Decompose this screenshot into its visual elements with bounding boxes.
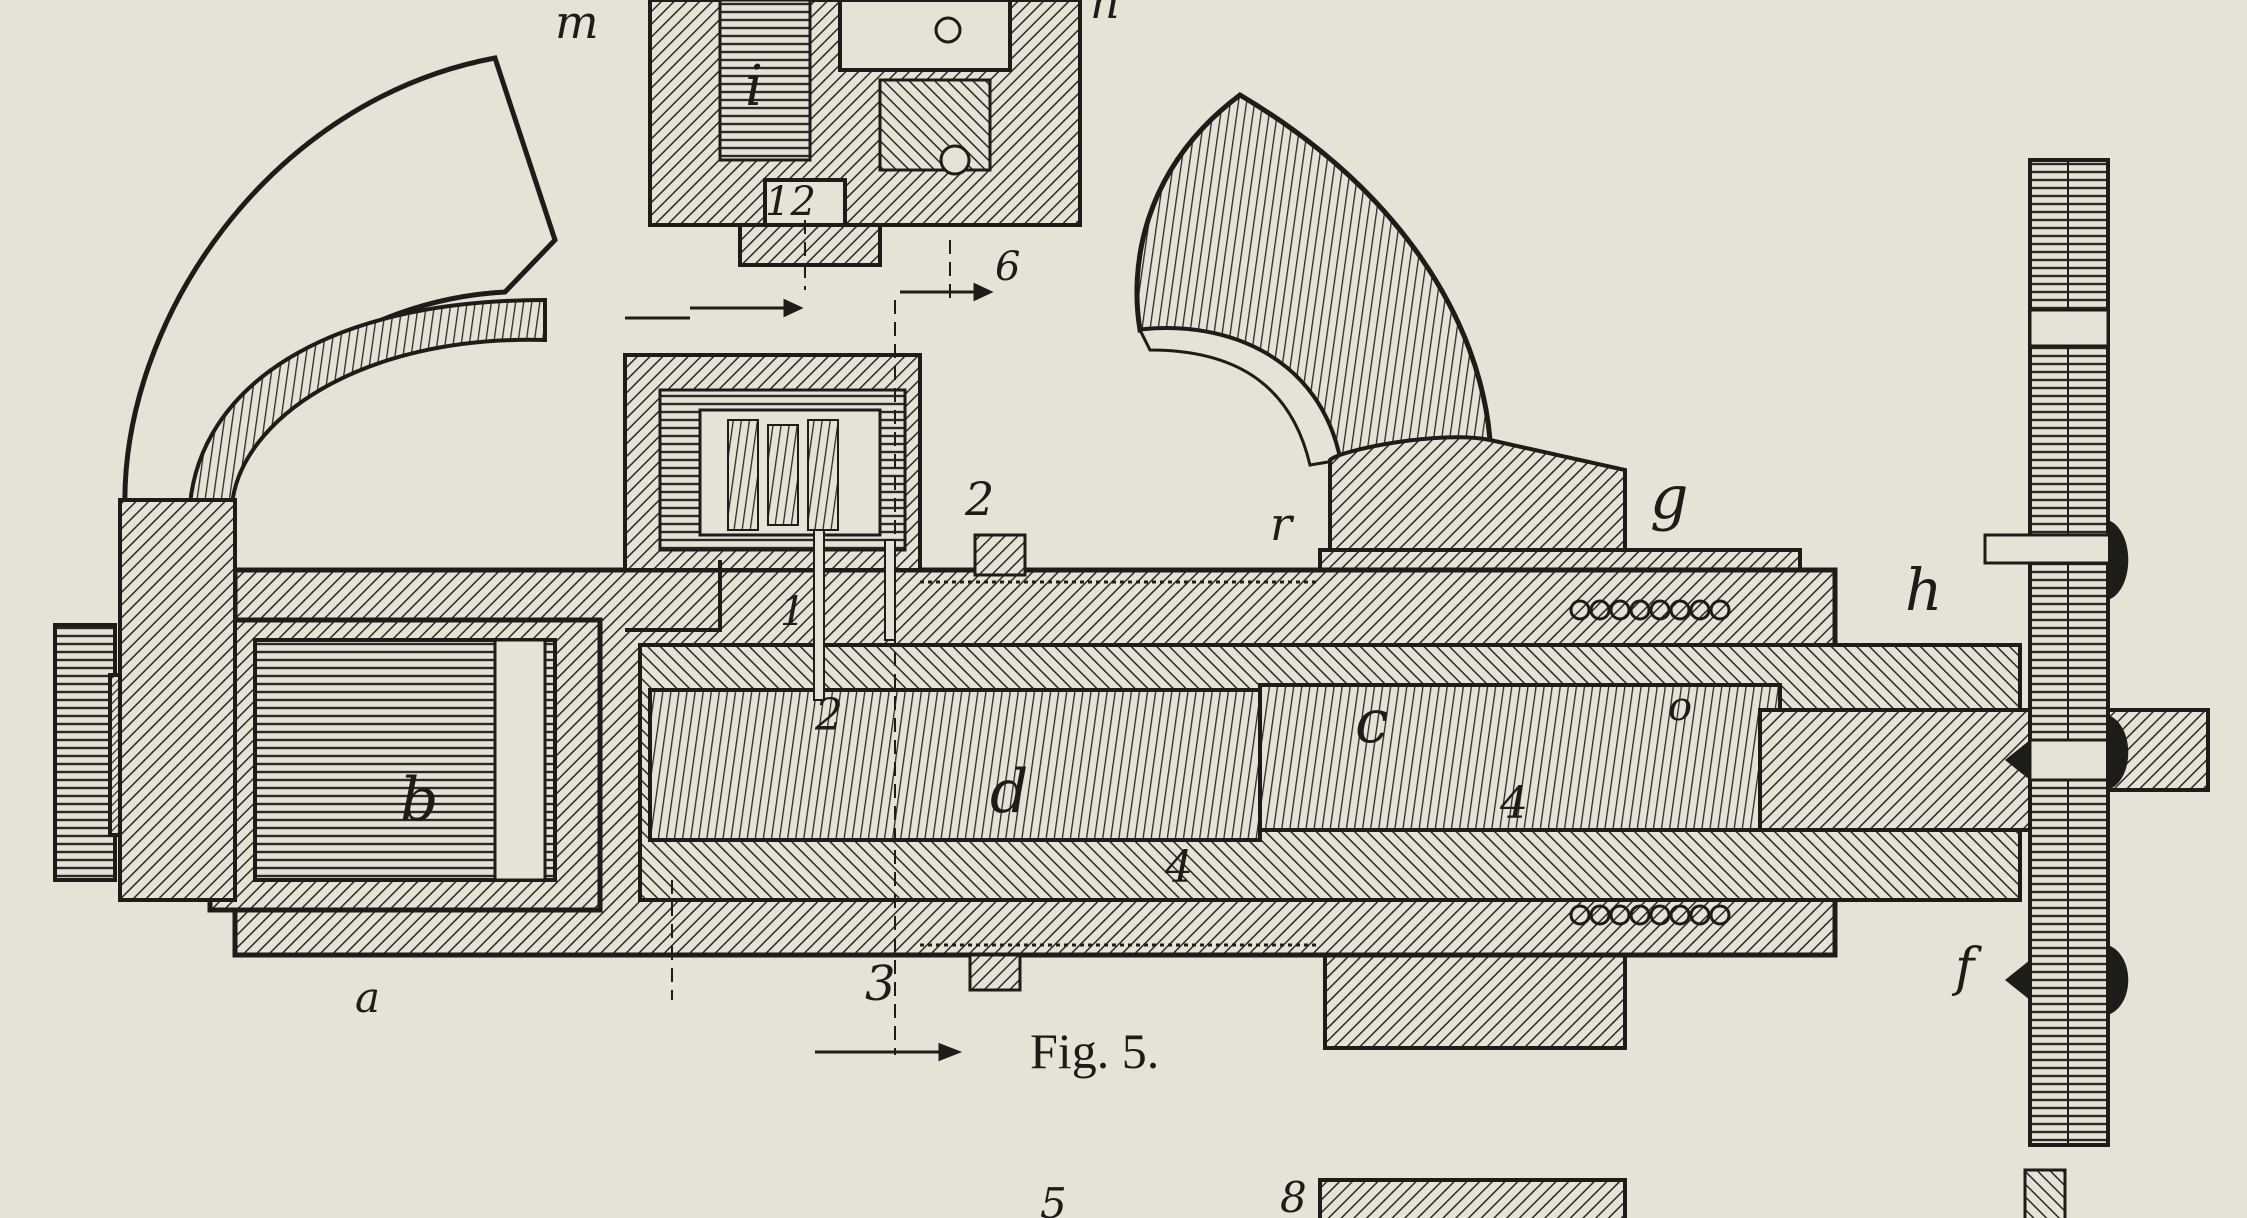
label-2-mid: 2 <box>814 690 843 741</box>
label-8: 8 <box>1280 1173 1307 1218</box>
label-m: m <box>555 0 599 49</box>
label-f: f <box>1951 938 1982 998</box>
label-6: 6 <box>995 244 1020 290</box>
right-hammer <box>1134 91 1493 467</box>
left-nut <box>53 498 237 902</box>
label-4-lower: 4 <box>1164 842 1193 893</box>
label-h: h <box>1905 556 1942 624</box>
label-4-mid: 4 <box>1499 778 1528 829</box>
label-3: 3 <box>865 956 896 1012</box>
flow-arrows <box>625 282 994 1062</box>
left-hammer-arc <box>122 55 558 513</box>
label-12: 12 <box>765 179 816 225</box>
label-2-top: 2 <box>964 472 994 526</box>
right-disk-handle <box>1983 158 2210 1147</box>
label-a: a <box>355 973 380 1022</box>
label-d: d <box>990 757 1028 827</box>
valve-block <box>623 353 922 701</box>
label-1: 1 <box>780 589 805 635</box>
section-lines <box>671 220 951 1055</box>
label-o: o <box>1668 684 1692 730</box>
label-5: 5 <box>1040 1179 1067 1218</box>
bottom-partial-shapes <box>1318 1168 2067 1218</box>
upper-detail-housing <box>648 0 1082 267</box>
label-n: n <box>1090 0 1120 29</box>
label-r: r <box>1270 497 1295 551</box>
left-chamber-b <box>207 617 603 913</box>
figure-caption: Fig. 5. <box>1030 1023 1159 1079</box>
label-c: c <box>1355 687 1389 757</box>
label-b: b <box>400 765 438 835</box>
label-g: g <box>1650 463 1688 533</box>
label-i: i <box>745 54 763 119</box>
